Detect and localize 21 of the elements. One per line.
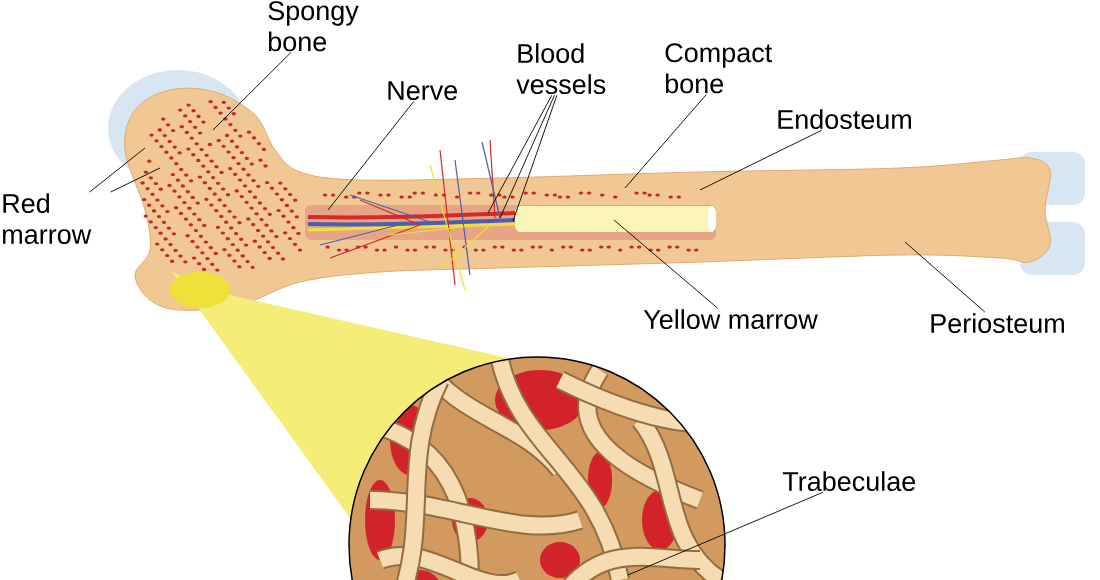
part-label: Periosteum (931, 313, 1064, 334)
leader-line (89, 147, 146, 193)
leader-line (699, 129, 823, 191)
leader-line (327, 100, 415, 211)
leader-line (627, 491, 824, 576)
leader-line (212, 52, 292, 131)
part-label: Spongy bone (268, 1, 359, 52)
part-label: Trabeculae (782, 471, 916, 491)
part-label: Red marrow (3, 193, 92, 245)
leader-line (487, 94, 553, 214)
leader-line (904, 241, 986, 313)
part-label: Blood vessels (516, 43, 606, 95)
part-label: Endosteum (778, 109, 911, 130)
leader-line (624, 94, 707, 189)
leader-line (499, 94, 555, 219)
leader-line (613, 219, 718, 309)
part-label: Compact bone (665, 43, 773, 94)
part-label: Nerve (388, 81, 457, 101)
leader-line (110, 167, 161, 193)
part-label: Yellow marrow (643, 309, 818, 329)
leader-line (512, 94, 558, 222)
